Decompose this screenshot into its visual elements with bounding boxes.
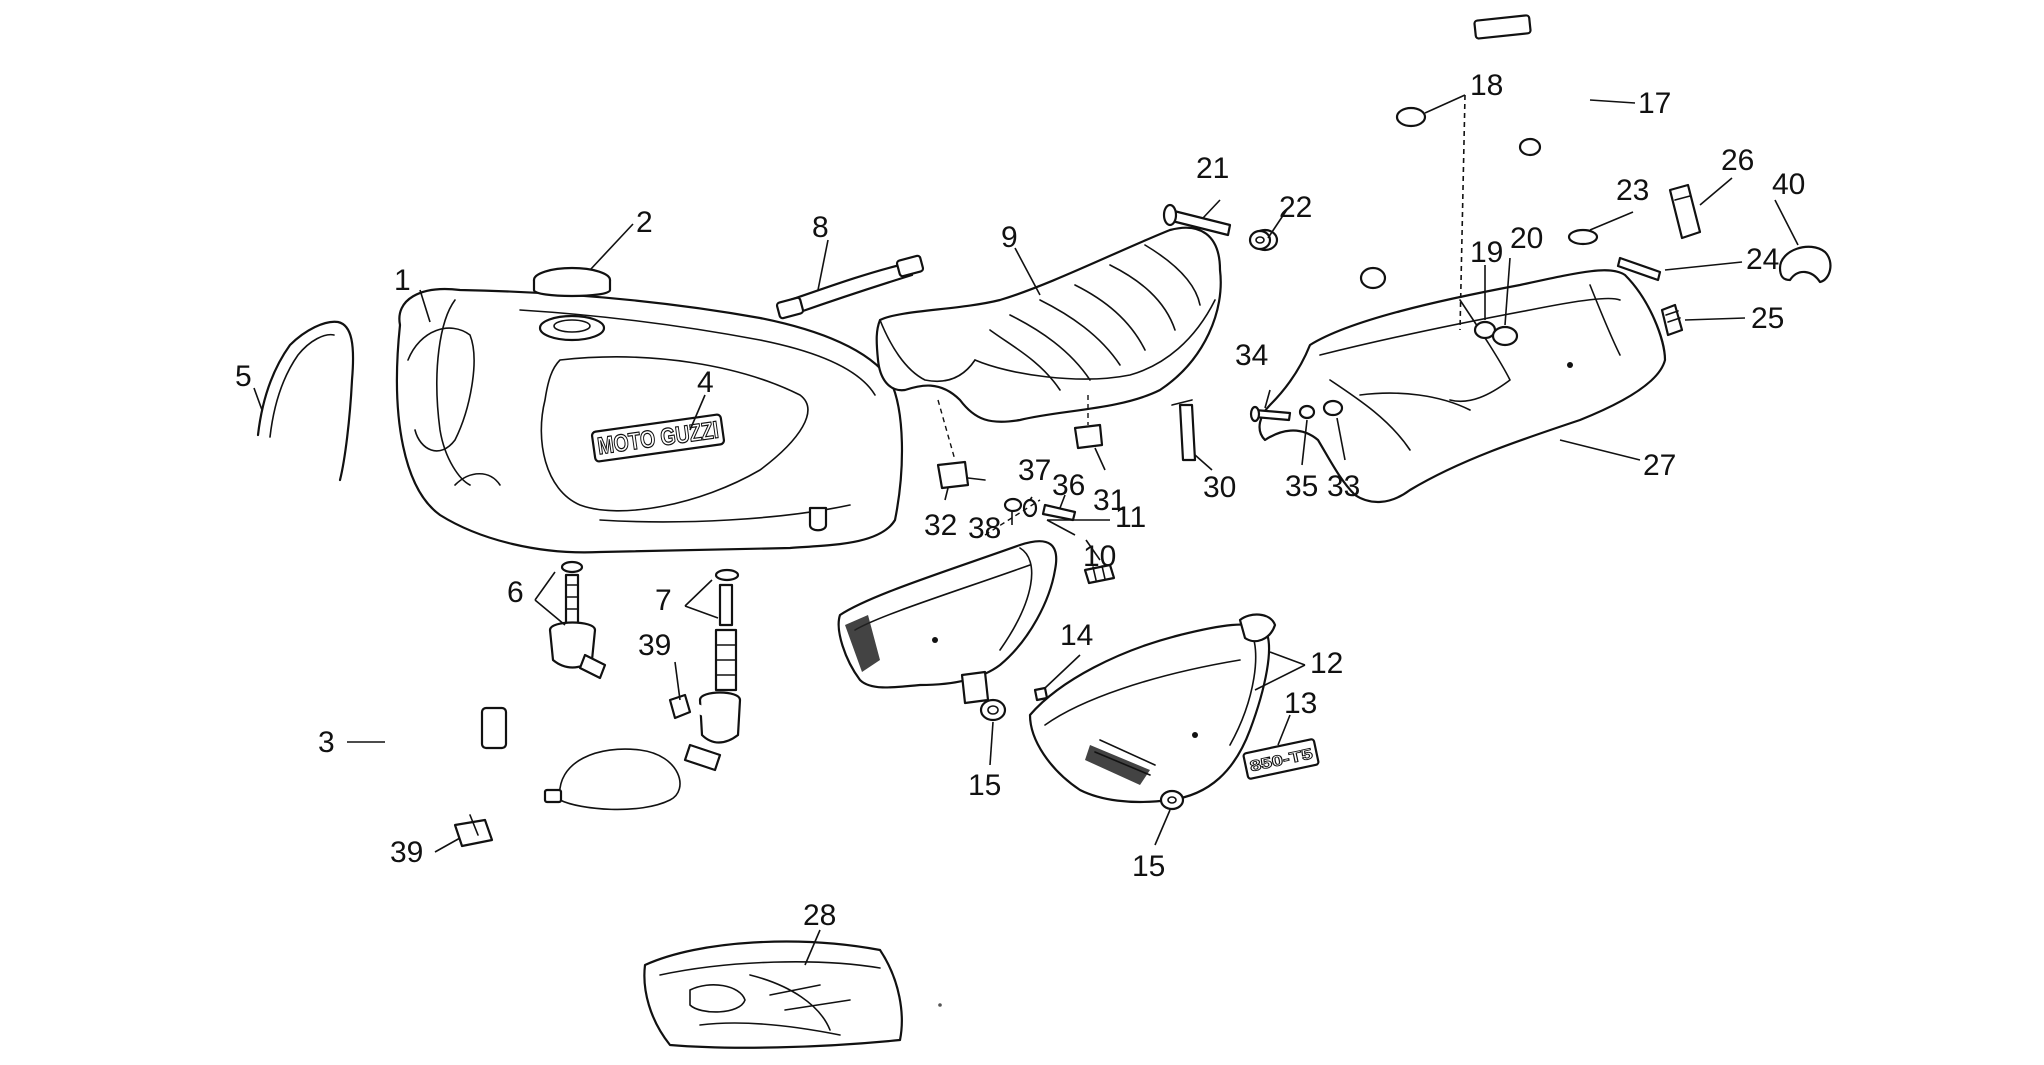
fuel-hose-assembly xyxy=(375,683,710,835)
washer-22 xyxy=(1248,229,1272,251)
rail-bushing xyxy=(1395,106,1427,128)
callout-3: 3 xyxy=(318,726,335,759)
callout-22: 22 xyxy=(1279,191,1312,224)
callout-34: 34 xyxy=(1235,339,1268,372)
callout-15-right: 15 xyxy=(1132,850,1165,883)
callout-17: 17 xyxy=(1638,87,1671,120)
washer-38 xyxy=(1003,497,1023,513)
grab-rail xyxy=(1251,14,1569,290)
callout-35: 35 xyxy=(1285,470,1318,503)
callout-20: 20 xyxy=(1510,222,1543,255)
cap-40 xyxy=(1778,245,1832,284)
grommet-15-right xyxy=(1159,789,1185,811)
callout-4: 4 xyxy=(697,366,714,399)
seat-bracket-32 xyxy=(936,460,986,490)
callout-30: 30 xyxy=(1203,471,1236,504)
callout-26: 26 xyxy=(1721,144,1754,177)
callout-31: 31 xyxy=(1093,484,1126,517)
washer-37 xyxy=(1022,498,1038,518)
fuel-tap-left xyxy=(548,560,607,680)
side-panel-left xyxy=(837,499,1058,705)
seat-bracket-31 xyxy=(1073,423,1104,450)
tank-strap xyxy=(775,254,925,320)
filler-cap xyxy=(532,266,612,298)
callout-7: 7 xyxy=(655,584,672,617)
side-panel-right xyxy=(1028,613,1277,804)
callout-13: 13 xyxy=(1284,687,1317,720)
pin-14 xyxy=(1033,686,1049,702)
callout-33: 33 xyxy=(1327,470,1360,503)
fuel-tank: MOTO GUZZI xyxy=(395,287,904,554)
callout-24: 24 xyxy=(1746,243,1779,276)
tail-fairing xyxy=(1258,269,1667,503)
callout-19: 19 xyxy=(1470,236,1503,269)
callout-15-left: 15 xyxy=(968,769,1001,802)
callout-28: 28 xyxy=(803,899,836,932)
seat-bracket-30 xyxy=(1171,399,1197,462)
leader-lines xyxy=(253,94,1799,966)
callout-37: 37 xyxy=(1018,454,1051,487)
callout-10: 10 xyxy=(1083,540,1116,573)
callout-39-lower: 39 xyxy=(390,836,423,869)
clip-26 xyxy=(1668,183,1702,240)
callout-6: 6 xyxy=(507,576,524,609)
callout-39-upper: 39 xyxy=(638,629,671,662)
reflector-25 xyxy=(1660,303,1684,337)
dual-seat xyxy=(875,226,1222,423)
callout-14: 14 xyxy=(1060,619,1093,652)
bolt-21 xyxy=(1162,203,1232,237)
callout-2: 2 xyxy=(636,206,653,239)
trim-24 xyxy=(1616,256,1662,282)
callout-21: 21 xyxy=(1196,152,1229,185)
callout-40: 40 xyxy=(1772,168,1805,201)
callout-25: 25 xyxy=(1751,302,1784,335)
fuel-tap-right xyxy=(683,568,742,772)
seat-mount-line-left xyxy=(937,399,956,461)
grommet-15-left xyxy=(979,698,1007,722)
callout-32: 32 xyxy=(924,509,957,542)
callout-5: 5 xyxy=(235,360,252,393)
callout-1: 1 xyxy=(394,264,411,297)
tool-kit-pouch xyxy=(643,940,942,1049)
screw-34 xyxy=(1249,405,1292,423)
rubber-pad-23 xyxy=(1567,228,1599,246)
hose-clip-lower xyxy=(453,814,494,848)
callout-9: 9 xyxy=(1001,221,1018,254)
callout-numbers: 1 2 3 4 5 6 7 8 9 10 11 12 13 14 15 15 1… xyxy=(235,69,1805,932)
tank-trim-strip xyxy=(256,320,355,482)
callout-38: 38 xyxy=(968,512,1001,545)
callout-12: 12 xyxy=(1310,647,1343,680)
washer-35 xyxy=(1298,404,1316,420)
callout-8: 8 xyxy=(812,211,829,244)
side-panel-decal: 850-T5 xyxy=(1242,738,1320,780)
callout-23: 23 xyxy=(1616,174,1649,207)
plug-33 xyxy=(1322,399,1344,417)
callout-36: 36 xyxy=(1052,469,1085,502)
callout-18: 18 xyxy=(1470,69,1503,102)
screw-36 xyxy=(1041,503,1077,522)
callout-11: 11 xyxy=(1115,501,1146,534)
grommet-10 xyxy=(1083,563,1116,585)
callout-27: 27 xyxy=(1643,449,1676,482)
